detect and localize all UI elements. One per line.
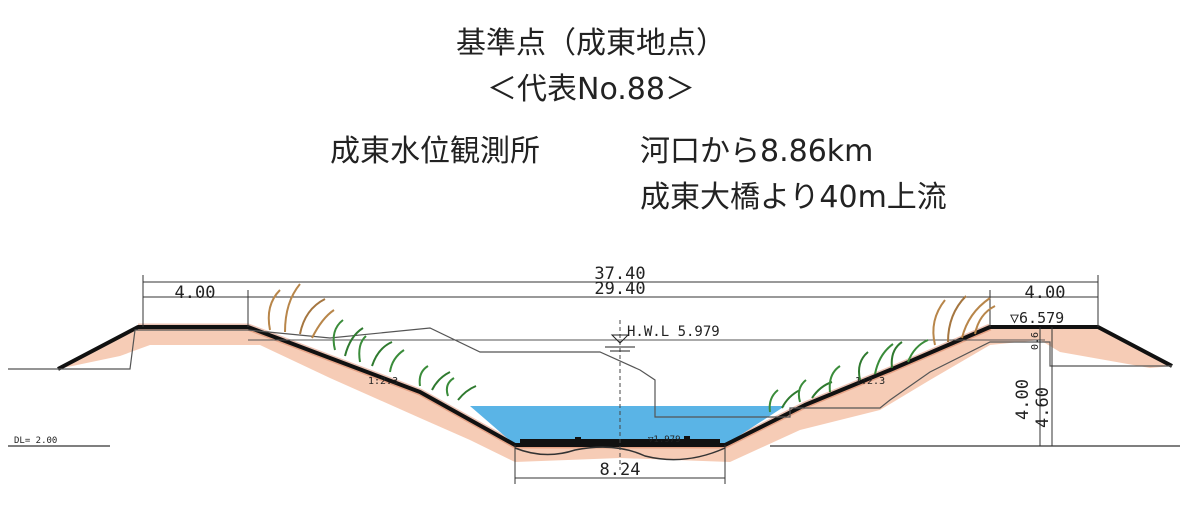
distance-from-mouth: 河口から8.86km bbox=[640, 134, 874, 169]
diagram-title: 基準点（成東地点） bbox=[456, 26, 726, 61]
riverbed-pile-2 bbox=[684, 436, 690, 446]
vegetation-left bbox=[267, 283, 477, 401]
hwl-marker-icon bbox=[610, 334, 630, 344]
water-body bbox=[470, 406, 785, 445]
section-number: ＜代表No.88＞ bbox=[487, 72, 695, 107]
dim-right-berm: 4.00 bbox=[1025, 283, 1066, 303]
hwl-label: H.W.L 5.979 bbox=[627, 324, 720, 340]
water-level-label: ▽1.979 bbox=[648, 435, 681, 445]
dim-inner-width: 29.40 bbox=[594, 279, 645, 299]
dim-bank-height: 4.00 bbox=[1013, 379, 1033, 420]
dim-levee-small: 0.6 bbox=[1030, 332, 1041, 350]
vegetation-right bbox=[768, 295, 996, 413]
existing-section-left bbox=[8, 327, 1172, 418]
station-name: 成東水位観測所 bbox=[330, 134, 540, 169]
slope-label-right: 1:2.3 bbox=[855, 376, 885, 387]
slope-label-left: 1:2.3 bbox=[368, 376, 398, 387]
datum-label: DL= 2.00 bbox=[14, 436, 57, 446]
dim-total-width: 37.40 bbox=[594, 264, 645, 284]
dim-total-height: 4.60 bbox=[1033, 387, 1053, 428]
crest-level-label: ▽6.579 bbox=[1010, 309, 1064, 327]
dim-left-berm: 4.00 bbox=[175, 283, 216, 303]
riverbed-pile-1 bbox=[575, 437, 581, 446]
location-note: 成東大橋より40m上流 bbox=[640, 180, 947, 215]
